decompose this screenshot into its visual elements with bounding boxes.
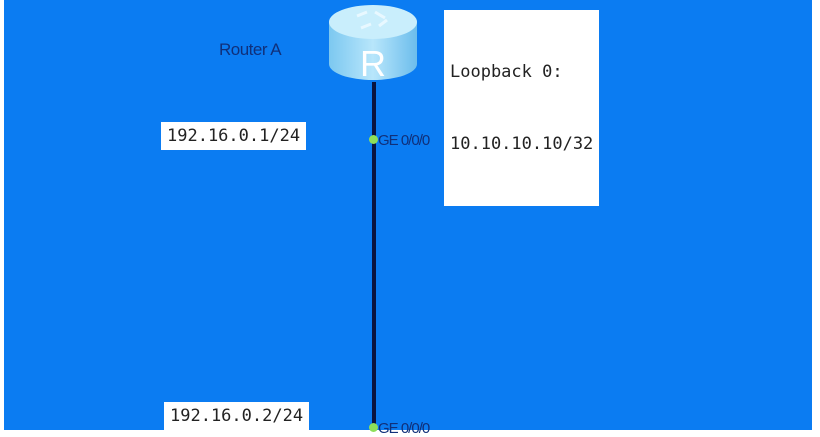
router-glyph: R: [360, 43, 386, 84]
loopback-title: Loopback 0:: [450, 62, 563, 82]
bottom-port-dot[interactable]: [369, 423, 378, 432]
router-icon[interactable]: R: [327, 2, 419, 84]
topology-canvas: Router A R Loopback 0: 10.10.10.10/32 19…: [4, 0, 812, 437]
top-port-dot[interactable]: [369, 135, 378, 144]
top-ip-label: 192.16.0.1/24: [161, 122, 307, 150]
router-label: Router A: [219, 40, 282, 59]
bottom-ip-label: 192.16.0.2/24: [164, 402, 310, 430]
bottom-port-label: GE 0/0/0: [378, 420, 430, 437]
link-line[interactable]: [372, 82, 376, 430]
loopback-label: Loopback 0: 10.10.10.10/32: [444, 10, 600, 206]
top-port-label: GE 0/0/0: [378, 132, 430, 149]
loopback-address: 10.10.10.10/32: [450, 134, 594, 154]
